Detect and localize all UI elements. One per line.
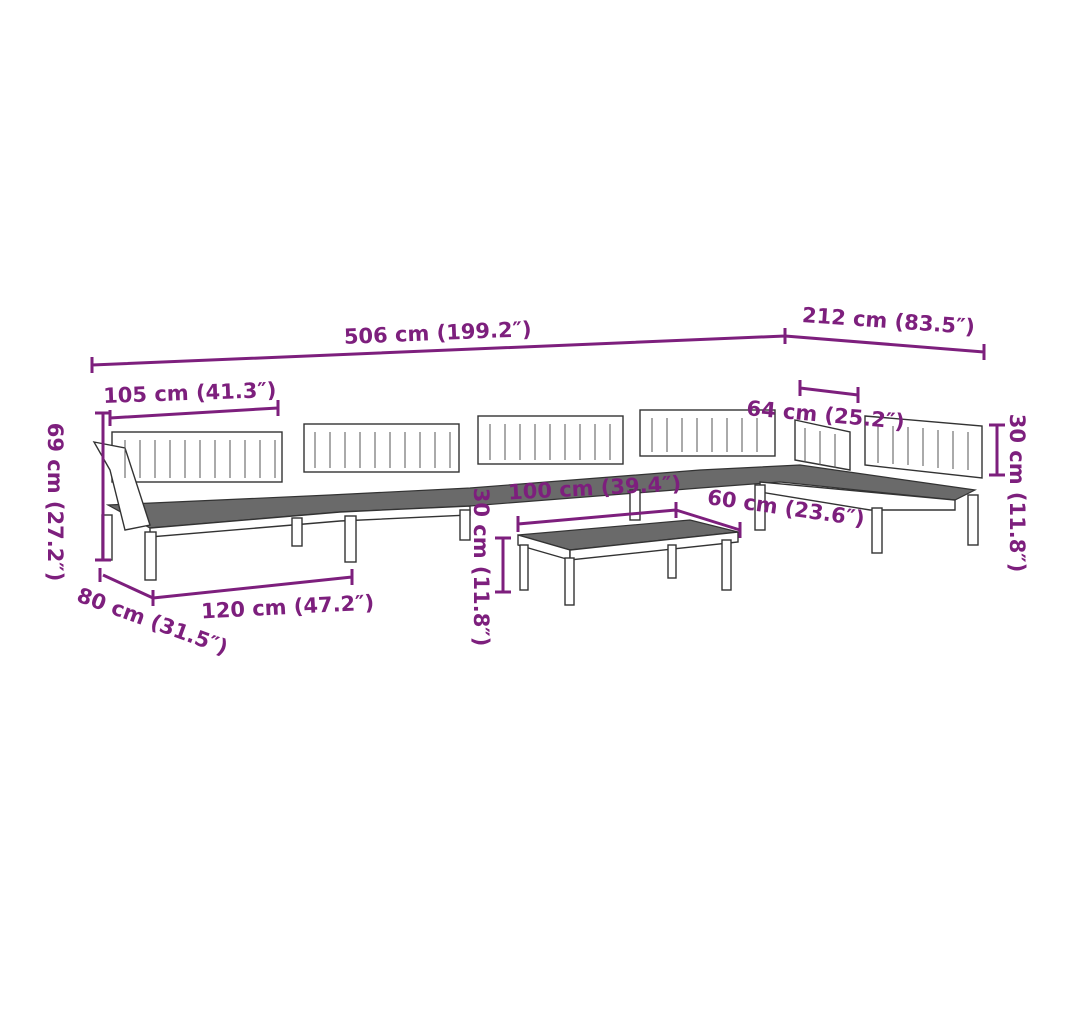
table-length-label: 100 cm (39.4″): [508, 471, 682, 504]
coffee-table: [517, 519, 739, 606]
corner-depth-label: 212 cm (83.5″): [801, 303, 975, 339]
table-height-label: 30 cm (11.8″): [469, 488, 493, 647]
seat-height-label: 30 cm (11.8″): [1005, 414, 1029, 573]
module-width-label: 120 cm (47.2″): [201, 590, 375, 623]
backrest-slats: [124, 418, 969, 478]
total-length-label: 506 cm (199.2″): [343, 317, 532, 349]
backrest-width-label: 105 cm (41.3″): [103, 378, 277, 408]
height-label: 69 cm (27.2″): [43, 423, 67, 582]
legs: [101, 484, 979, 581]
dimension-lines: [90, 328, 1005, 606]
sofa-set-drawing: [92, 409, 983, 606]
